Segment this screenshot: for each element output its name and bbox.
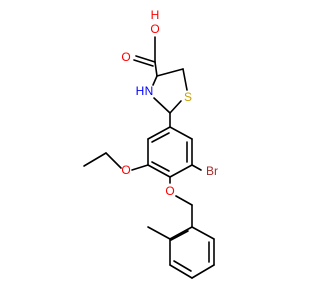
bond-tol1-tol2-inner xyxy=(170,230,189,241)
bond-ar4-ar5-inner xyxy=(151,161,170,172)
bond-acid-c-ring xyxy=(154,61,158,77)
bond-ar3-br xyxy=(191,164,202,171)
atom-label-ether-o-ethoxy: O xyxy=(121,163,130,177)
bond-c2-n xyxy=(153,97,171,114)
bond-ar4-ar5 xyxy=(147,164,171,178)
atom-label-acid-o-carbonyl: O xyxy=(121,50,130,64)
bond-ch2-ch3-ethoxy xyxy=(83,152,107,167)
bond-n-c4 xyxy=(152,75,158,86)
bond-o-ch2-ethoxy xyxy=(105,152,122,169)
bond-tol1-tol2 xyxy=(169,226,193,240)
bond-c4-c5 xyxy=(156,68,184,77)
bond-o-ch2-benzyl xyxy=(175,195,193,206)
atom-label-ring-n-h: H xyxy=(136,84,145,98)
bond-tol4-tol5 xyxy=(191,264,215,279)
atom-label-ring-n: N xyxy=(145,84,154,98)
bond-ar6-ar1-inner xyxy=(151,132,170,143)
atom-label-ether-o-benzyl: O xyxy=(165,184,174,198)
atom-label-acid-o-hydroxyl: O xyxy=(150,22,159,36)
molecule-structure-diagram: H O O H N S Br O O xyxy=(83,8,218,279)
bond-tol6-tol1 xyxy=(191,226,215,240)
bond-ar6-ar1 xyxy=(147,126,171,140)
atom-label-acid-h: H xyxy=(151,8,160,22)
bond-tol3-tol4-inner xyxy=(173,260,192,272)
atom-label-ring-s: S xyxy=(184,90,192,104)
bond-tol2-methyl xyxy=(147,226,171,240)
bond-ar1-ar2 xyxy=(169,126,193,140)
bond-acid-c-o-double-2 xyxy=(133,59,154,67)
bond-tol3-tol4 xyxy=(169,264,193,279)
bond-ar3-ar4 xyxy=(169,164,193,178)
bond-acid-c-o-double-1 xyxy=(135,55,156,63)
bond-ar5-o-ethoxy xyxy=(131,164,149,171)
bond-c5-s xyxy=(182,68,188,91)
atom-label-bromine: Br xyxy=(206,164,218,178)
bond-s-c2 xyxy=(169,100,182,114)
